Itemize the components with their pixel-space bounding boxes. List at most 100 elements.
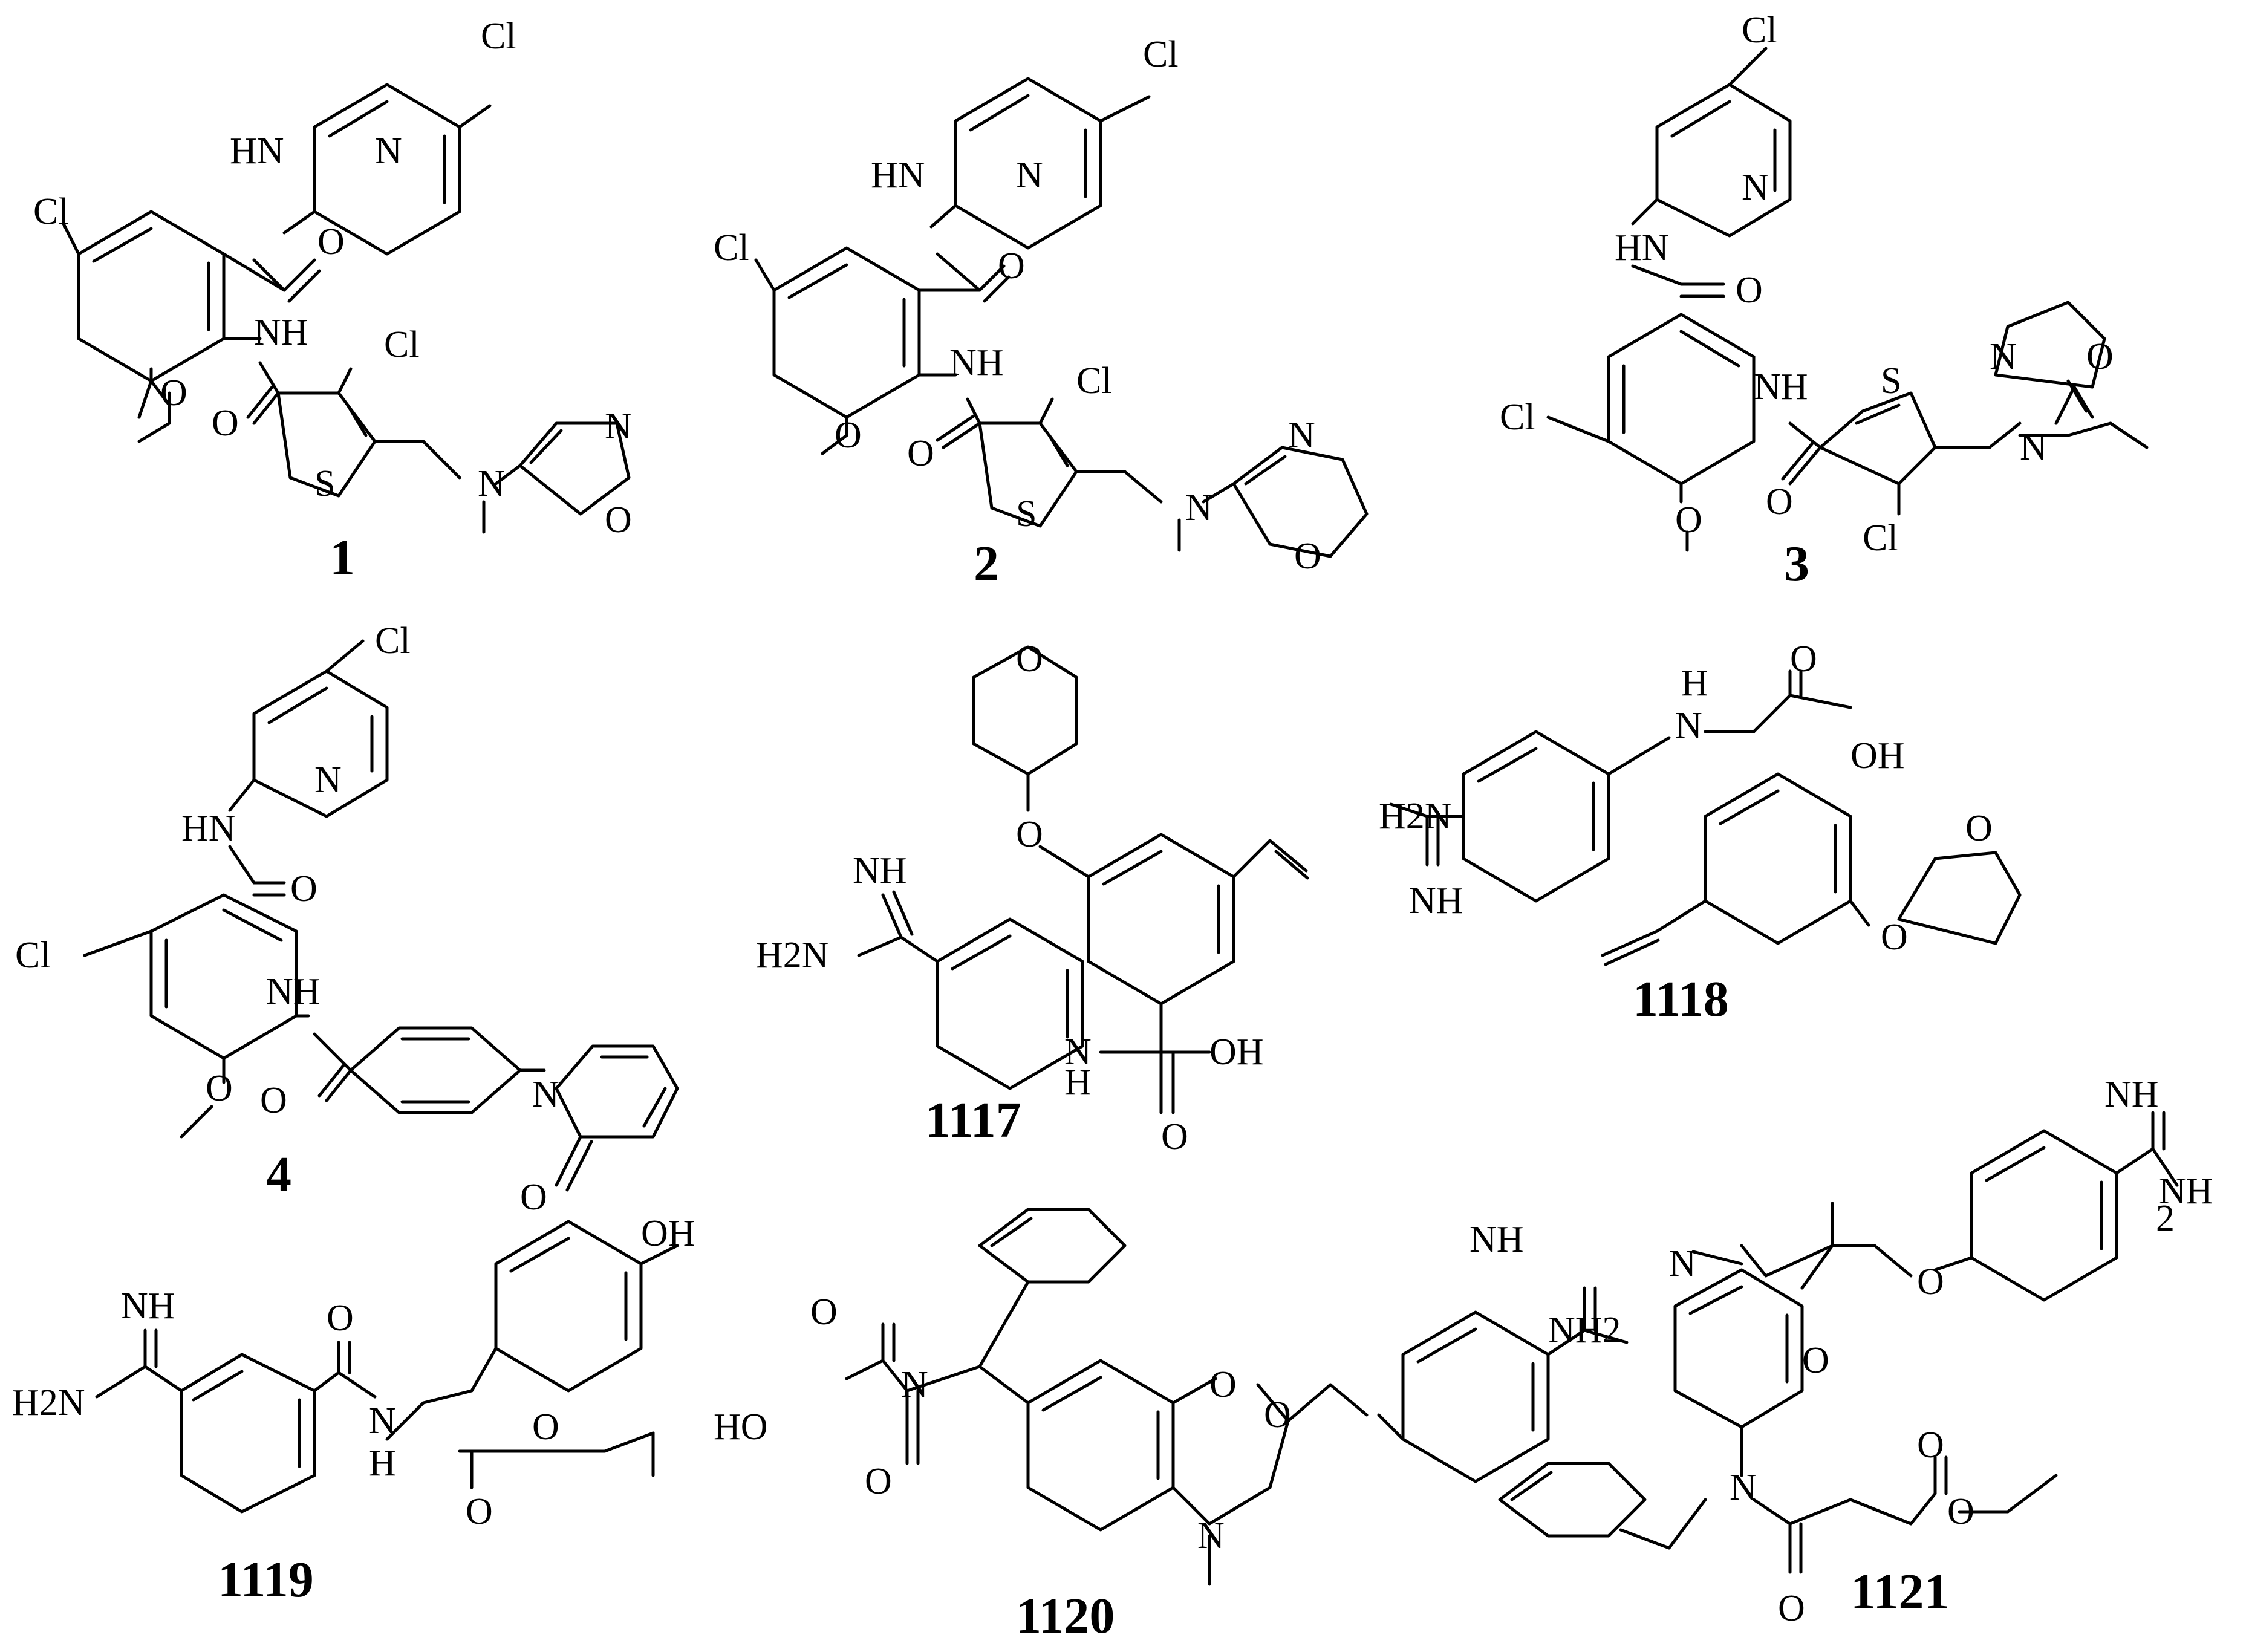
compound-4-atom: N [314,759,342,801]
compound-1119-atom: O [532,1406,559,1448]
compound-1117-atom: H [1064,1062,1092,1103]
compound-1119-bonds [95,1220,679,1514]
compound-1120-bonds [845,1208,1629,1586]
compound-4: Cl N HN O Cl NH O N O O 4 [15,620,679,1218]
compound-1-atom: N [375,131,402,172]
compound-1121-atom: NH [2159,1171,2213,1212]
compound-4-atom: NH [266,971,321,1012]
compound-1120-atom: N [901,1364,928,1405]
compound-1119-label: 1119 [218,1552,314,1608]
compound-2: Cl N HN O Cl NH Cl O O S N N O 2 [714,34,1369,592]
compound-1121-atom: NH [2104,1074,2159,1115]
compound-3-atom: O [2086,336,2114,377]
compound-2-atom: NH [949,342,1004,383]
compound-1118-atom-labels: H N O OH H2N NH O O [1379,639,1993,958]
compound-1-atom: O [160,372,187,414]
compound-1117-atom: O [1016,814,1043,855]
compound-2-atom-labels: Cl N HN O Cl NH Cl O O S N N O [714,34,1321,577]
compound-4-atom: N [532,1074,559,1115]
compound-1118-atom: NH [1409,880,1463,922]
compound-2-atom: O [907,433,934,474]
compound-1117-atom: N [1064,1032,1092,1073]
compound-1-atom: N [605,406,632,447]
compound-1119-atom: OH [641,1213,695,1254]
compound-1118: H N O OH H2N NH O O 1118 [1379,639,2022,1027]
compound-1-label: 1 [330,530,355,586]
compound-1120-label: 1120 [1016,1588,1115,1644]
compound-2-atom: Cl [714,227,749,268]
compound-3-atom: O [1766,481,1793,522]
compound-1117-atom: H2N [756,935,829,976]
compound-3-atom: Cl [1742,10,1777,51]
compound-4-atom: O [206,1068,233,1109]
compound-1118-atom: O [1881,917,1908,958]
compound-1121-atom: N [1730,1467,1757,1508]
compound-2-atom: S [1016,493,1037,535]
compound-1117-atom-labels: O O NH H2N N H OH O [756,639,1264,1157]
compound-2-atom: Cl [1143,34,1179,75]
compound-3-atom: N [2020,427,2047,468]
compound-2-label: 2 [974,536,999,592]
compound-1120-atom: O [810,1292,838,1333]
compound-1119-atom: NH [121,1286,175,1327]
compound-3-atom: O [1736,270,1763,311]
compound-1-atom-labels: Cl N HN O Cl NH Cl O O S N N O [33,16,632,541]
compound-1120-atom: NH [1469,1219,1524,1260]
compound-1119-atom: H [369,1443,396,1484]
compound-4-atom: O [520,1177,547,1218]
compound-4-atom: O [290,868,317,909]
compound-1-atom: Cl [384,324,420,365]
compound-1-atom: S [314,463,335,504]
compound-1-atom: O [605,499,632,541]
compound-1-bonds [62,83,631,534]
compound-3-bonds [1546,47,2149,552]
compound-1121-atom: O [1917,1425,1944,1466]
compound-2-atom: N [1016,155,1043,196]
compound-4-atom-labels: Cl N HN O Cl NH O N O O [15,620,559,1218]
compound-2-bonds [754,77,1369,558]
compound-1-atom: NH [254,312,308,353]
compound-1117-atom: O [1161,1116,1188,1157]
compound-1121-atom: O [1802,1340,1829,1381]
compound-1-atom: N [478,463,505,504]
compound-1-atom: HN [230,131,284,172]
compound-1117-label: 1117 [925,1092,1021,1148]
compound-3-atom: Cl [1863,518,1898,559]
compound-1-atom: O [212,403,239,444]
compound-4-atom: O [260,1080,287,1121]
compound-1: Cl N HN O Cl NH Cl O O S N N O 1 [33,16,632,586]
compound-1119-atom-labels: OH NH O H2N N H O O [12,1213,695,1532]
compound-2-atom: O [998,246,1025,287]
compound-1121-label: 1121 [1850,1564,1949,1620]
compound-1120-atom: HO [714,1406,768,1448]
compound-2-atom: Cl [1076,360,1112,402]
compound-1118-bonds [1389,669,2022,966]
compound-1120-atom: O [1264,1394,1291,1436]
compound-3-atom: N [1742,167,1769,208]
compound-1118-label: 1118 [1633,971,1729,1027]
compound-1120-atom: N [1197,1515,1225,1556]
compound-2-atom: HN [871,155,925,196]
compound-4-label: 4 [266,1146,291,1203]
compound-1119-atom: O [327,1298,354,1339]
compound-1121-bonds [1498,1111,2179,1574]
compound-1118-atom: N [1675,705,1702,746]
compound-3-atom: HN [1615,227,1669,268]
compound-1117-bonds [857,645,1309,1114]
compound-1121-atom: O [1778,1588,1805,1629]
compound-1118-atom: OH [1850,735,1905,776]
compound-1118-atom: H2N [1379,796,1452,837]
compound-1120-atom-labels: NH NH2 O HO N O O O N [714,1219,1621,1556]
compound-1117-atom: OH [1209,1032,1264,1073]
compound-1121-atom: O [1917,1261,1944,1302]
compound-2-atom: N [1288,415,1315,456]
compound-1118-atom: H [1681,663,1708,704]
compound-4-bonds [83,639,679,1192]
compound-1121-atom: N [1669,1243,1696,1284]
compound-1121: NH NH 2 N O O N O O O 1121 [1498,1074,2213,1629]
compound-1117-atom: O [1016,639,1043,680]
compound-3-atom: Cl [1500,397,1535,438]
compound-3-atom: S [1881,360,1901,402]
compound-1-atom: Cl [33,191,69,232]
